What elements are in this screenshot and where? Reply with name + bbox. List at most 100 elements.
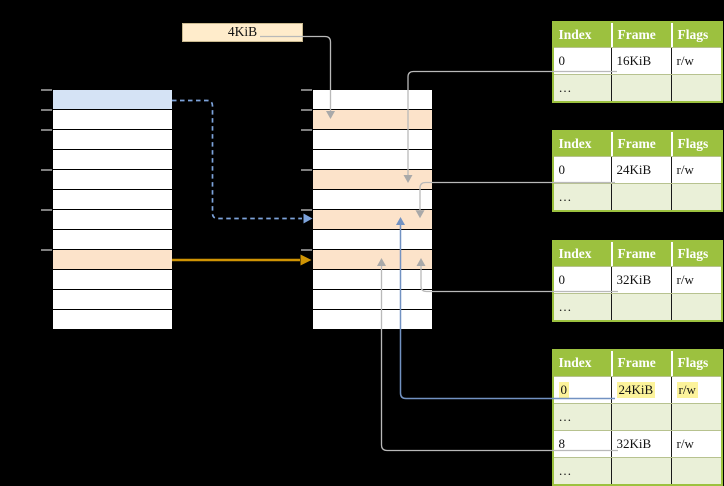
address-tick — [41, 89, 52, 91]
page-table-1-cell: 16KiB — [610, 48, 671, 74]
physical-memory-row-4 — [312, 170, 432, 190]
page-table-4-cell: 0 — [554, 377, 611, 403]
column-header-index: Index — [558, 355, 592, 371]
virtual-memory-row-0 — [52, 90, 172, 110]
page-table-1-row-ellipsis-1: … — [553, 74, 721, 101]
column-header-flags: Flags — [670, 241, 721, 266]
page-table-4-cell: 8 — [554, 431, 611, 457]
cell-value: 8 — [558, 435, 566, 451]
page-table-3-cell: r/w — [670, 267, 721, 293]
cell-value: … — [558, 189, 572, 204]
address-tick — [301, 249, 312, 251]
virtual-memory-row-10 — [52, 290, 172, 310]
virtual-memory-row-7 — [52, 230, 172, 250]
physical-memory-row-5 — [312, 190, 432, 210]
physical-memory-row-6 — [312, 210, 432, 230]
page-table-4-cell — [670, 457, 721, 484]
physical-memory-row-3 — [312, 150, 432, 170]
cell-value: r/w — [676, 53, 694, 68]
address-tick — [301, 109, 312, 111]
cell-value: 0 — [558, 162, 566, 177]
address-tick — [41, 169, 52, 171]
page-table-4-row-0: 0 24KiB r/w — [553, 375, 721, 403]
column-header-frame: Frame — [610, 22, 671, 47]
page-table-3-cell: 0 — [554, 267, 611, 293]
physical-memory-row-9 — [312, 270, 432, 290]
page-table-1-row-0: 0 16KiB r/w — [553, 47, 721, 74]
page-table-1-cell: … — [554, 75, 611, 101]
arrow-right-icon — [300, 254, 312, 266]
page-table-4-cell: 32KiB — [610, 430, 671, 457]
page-table-3-cell — [610, 294, 671, 320]
page-table-2-cell: 24KiB — [610, 157, 671, 183]
page-table-2-cell: … — [554, 184, 611, 210]
virtual-memory-row-5 — [52, 190, 172, 210]
page-table-4-cell: r/w — [670, 376, 721, 403]
address-tick — [301, 209, 312, 211]
highlighted-value: 24KiB — [616, 381, 656, 398]
page-table-4-cell — [670, 403, 721, 430]
cell-value: r/w — [676, 272, 694, 287]
page-table-2-cell — [610, 184, 671, 210]
page-table-4-cell: … — [554, 404, 611, 430]
cell-value: 24KiB — [616, 162, 652, 177]
connector-translation-dashed-line — [172, 99, 302, 220]
page-table-2-cell: r/w — [670, 157, 721, 183]
column-header-flags: Flags — [670, 131, 721, 156]
address-tick — [41, 129, 52, 131]
cell-value: 16KiB — [616, 53, 652, 68]
address-tick — [301, 129, 312, 131]
column-header-index: Index — [558, 245, 592, 261]
page-table-4-row-ellipsis-3: … — [553, 456, 721, 484]
page-table-3-cell: … — [554, 294, 611, 320]
physical-memory-row-1 — [312, 110, 432, 130]
page-table-4-cell: … — [554, 458, 611, 484]
virtual-memory-row-4 — [52, 170, 172, 190]
page-table-4-row-8: 8 32KiB r/w — [553, 429, 721, 457]
page-table-1-cell: r/w — [670, 48, 721, 74]
physical-memory-row-7 — [312, 230, 432, 250]
virtual-memory-row-8 — [52, 250, 172, 270]
page-table-3-cell: 32KiB — [610, 267, 671, 293]
page-table-2-row-ellipsis-1: … — [553, 183, 721, 210]
page-table-3-cell — [670, 294, 721, 320]
virtual-memory-row-9 — [52, 270, 172, 290]
page-table-2-row-0: 0 24KiB r/w — [553, 156, 721, 183]
cell-value: … — [558, 80, 572, 95]
physical-memory-row-11 — [312, 310, 432, 330]
cell-value: 0 — [558, 53, 566, 68]
column-header-flags: Flags — [670, 22, 721, 47]
physical-memory-row-2 — [312, 130, 432, 150]
page-table-4-cell: 24KiB — [610, 376, 671, 403]
cell-value: 0 — [558, 272, 566, 287]
column-header-index: Index — [558, 135, 592, 151]
virtual-memory-row-1 — [52, 110, 172, 130]
highlighted-value: r/w — [676, 381, 698, 398]
page-table-3-row-ellipsis-1: … — [553, 293, 721, 320]
column-header-frame: Frame — [610, 241, 671, 266]
page-table-2-cell: 0 — [554, 157, 611, 183]
cell-value: … — [558, 299, 572, 314]
arrow-right-icon — [303, 213, 313, 224]
cell-value: 32KiB — [616, 435, 652, 451]
page-table-1-cell — [670, 75, 721, 101]
cell-value: … — [558, 462, 572, 478]
virtual-memory-row-11 — [52, 310, 172, 330]
page-table-4-cell: r/w — [670, 430, 721, 457]
physical-memory-row-10 — [312, 290, 432, 310]
page-table-2-cell — [670, 184, 721, 210]
column-header-frame: Frame — [610, 351, 671, 376]
address-tick — [301, 169, 312, 171]
page-table-4-cell — [610, 403, 671, 430]
virtual-memory-row-3 — [52, 150, 172, 170]
column-header-flags: Flags — [670, 351, 721, 376]
page-table-4-cell — [610, 457, 671, 484]
physical-memory-table — [312, 90, 432, 330]
